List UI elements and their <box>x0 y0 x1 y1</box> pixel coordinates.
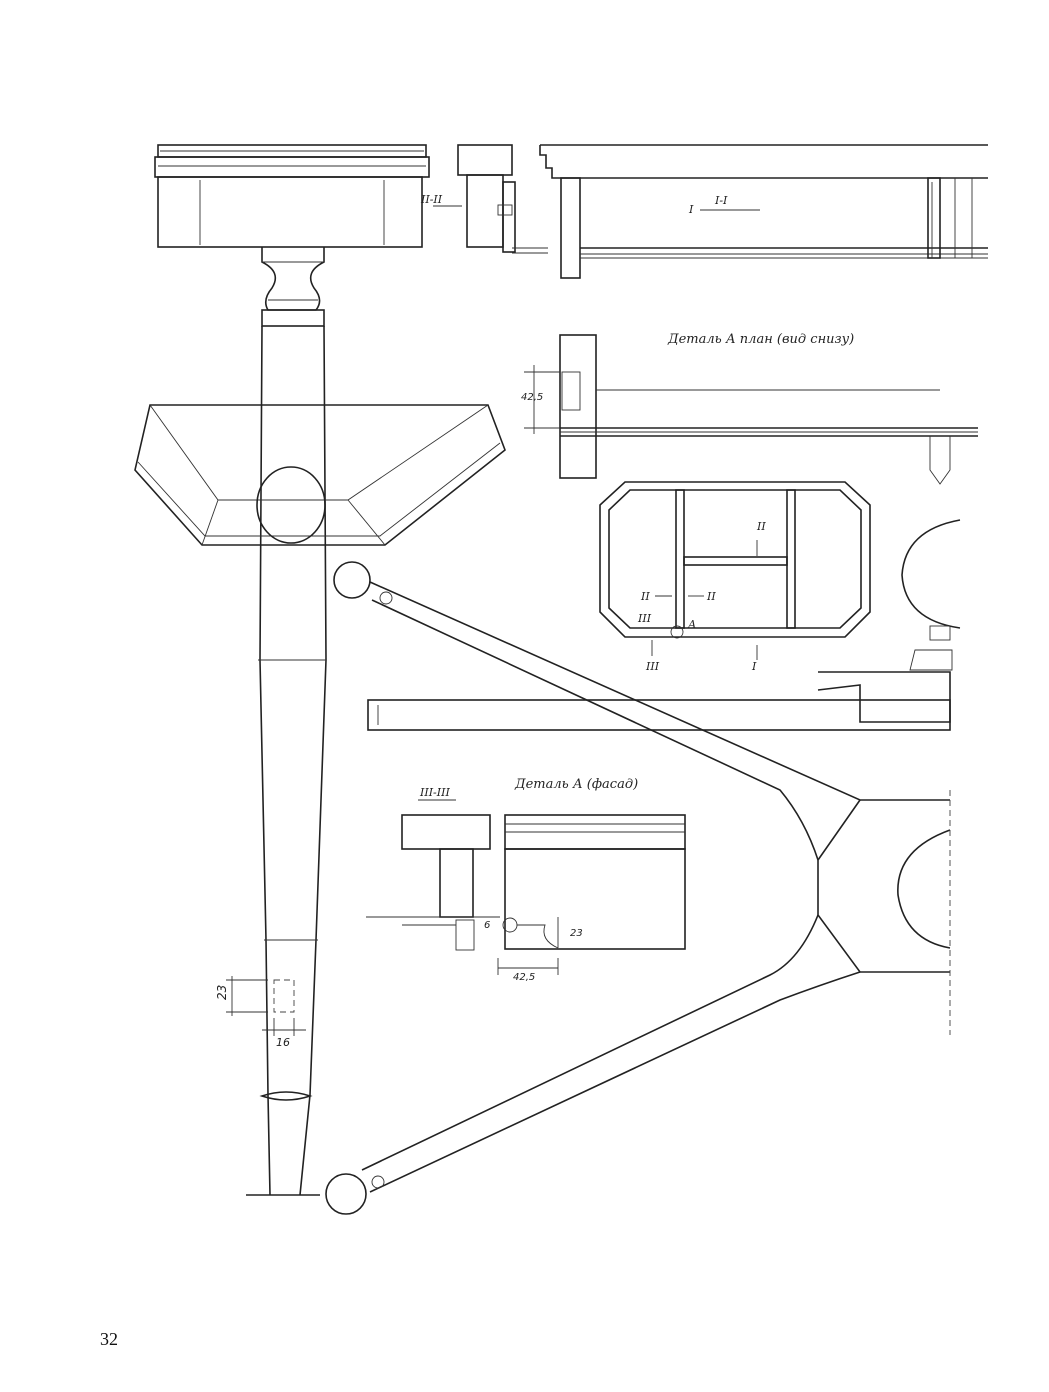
caption-detail-a-plan: Деталь А план (вид снизу) <box>667 332 854 347</box>
section-label-ii-ii: II-II <box>420 193 443 206</box>
detail-a-elevation: 42,5 <box>521 334 978 485</box>
label-a-mark: А <box>687 618 696 631</box>
leg-width-dim: 16 <box>276 1036 290 1049</box>
label-ii-center: II <box>756 520 766 533</box>
section-label-i-i: I-I <box>714 194 728 207</box>
table-top-elevation <box>154 144 430 248</box>
label-ii-left: II <box>640 590 650 603</box>
dim-42-5-vertical: 42,5 <box>521 392 543 403</box>
label-i-bottom: I <box>751 660 757 673</box>
stretcher-arms <box>325 561 951 1215</box>
leg-dimensions: 23 16 <box>215 976 306 1049</box>
turned-leg <box>246 247 327 1196</box>
page-number: 32 <box>100 1329 118 1349</box>
section-ii-ii: II-II <box>420 144 548 254</box>
dim-42-5-horizontal: 42,5 <box>513 972 535 983</box>
label-iii-bottom: III <box>645 660 660 673</box>
frame-plan: II II II III А III I <box>599 481 871 673</box>
caption-detail-a-facade: Деталь А (фасад) <box>514 777 638 792</box>
octagon-shelf-plan <box>134 404 506 546</box>
dim-6: 6 <box>484 920 490 931</box>
long-rail <box>367 699 951 731</box>
dim-23-right: 23 <box>570 928 583 939</box>
section-mark-i: I <box>688 203 694 216</box>
sphere-pedestal <box>817 519 961 723</box>
section-i-i: I-I I <box>539 144 988 279</box>
section-label-iii-iii: III-III <box>419 786 450 799</box>
leg-height-dim: 23 <box>215 985 229 1000</box>
detail-a-facade: 23 6 42,5 <box>484 814 686 983</box>
label-ii-right: II <box>706 590 716 603</box>
label-iii-left: III <box>637 612 652 625</box>
section-iii-iii: III-III <box>366 786 500 951</box>
